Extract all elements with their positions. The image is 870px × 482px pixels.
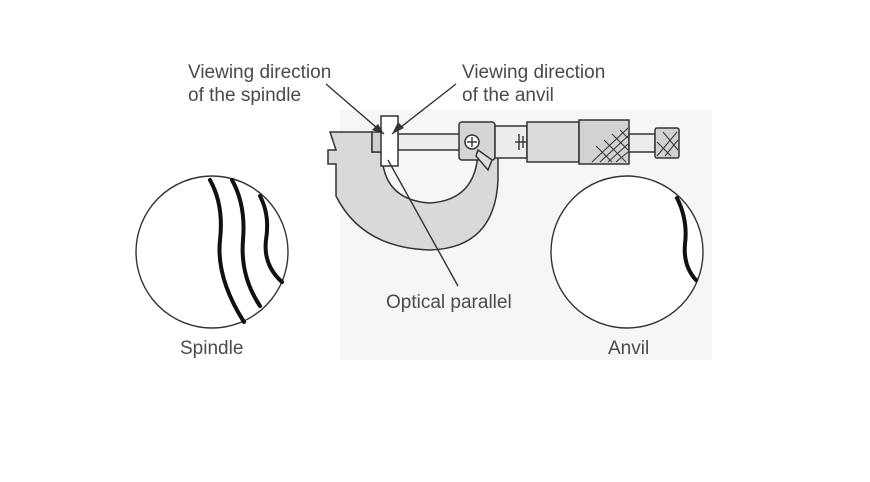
anvil-fringe-view: [550, 175, 704, 329]
spindle-fringe-3: [258, 194, 284, 284]
anvil-fringe-circle: [550, 175, 704, 329]
micrometer-frame: [327, 131, 499, 251]
anvil-view-arrowhead: [392, 122, 404, 134]
spindle-fringe-2: [230, 178, 262, 308]
label-spindle-view-line2: of the spindle: [188, 85, 301, 106]
label-anvil-view-line1: Viewing direction: [462, 62, 605, 83]
anvil-fringe-1: [675, 196, 698, 282]
spindle-view-leader: [325, 83, 385, 135]
optical-parallel-glass: [380, 115, 399, 167]
spindle-fringe-1: [208, 178, 246, 324]
spindle-fringe-view: [135, 175, 289, 329]
label-anvil-view-line2: of the anvil: [462, 85, 554, 106]
label-spindle-view-line1: Viewing direction: [188, 62, 331, 83]
micrometer: [327, 115, 680, 251]
thimble: [526, 121, 580, 163]
ratchet-knurl: [656, 131, 679, 157]
spindle-view-arrowhead: [372, 124, 384, 134]
leader-lines: [325, 83, 459, 287]
lock-lever: [475, 148, 493, 172]
optical-parallel-leader: [387, 159, 459, 287]
label-spindle: Spindle: [180, 338, 243, 359]
anvil-view-leader: [391, 83, 457, 135]
spindle-bar: [397, 133, 463, 151]
label-anvil: Anvil: [608, 338, 649, 359]
thimble-knurl: [591, 127, 629, 163]
sleeve-scale: [515, 134, 527, 150]
ratchet-neck: [628, 133, 656, 153]
label-optical-parallel: Optical parallel: [386, 292, 512, 313]
